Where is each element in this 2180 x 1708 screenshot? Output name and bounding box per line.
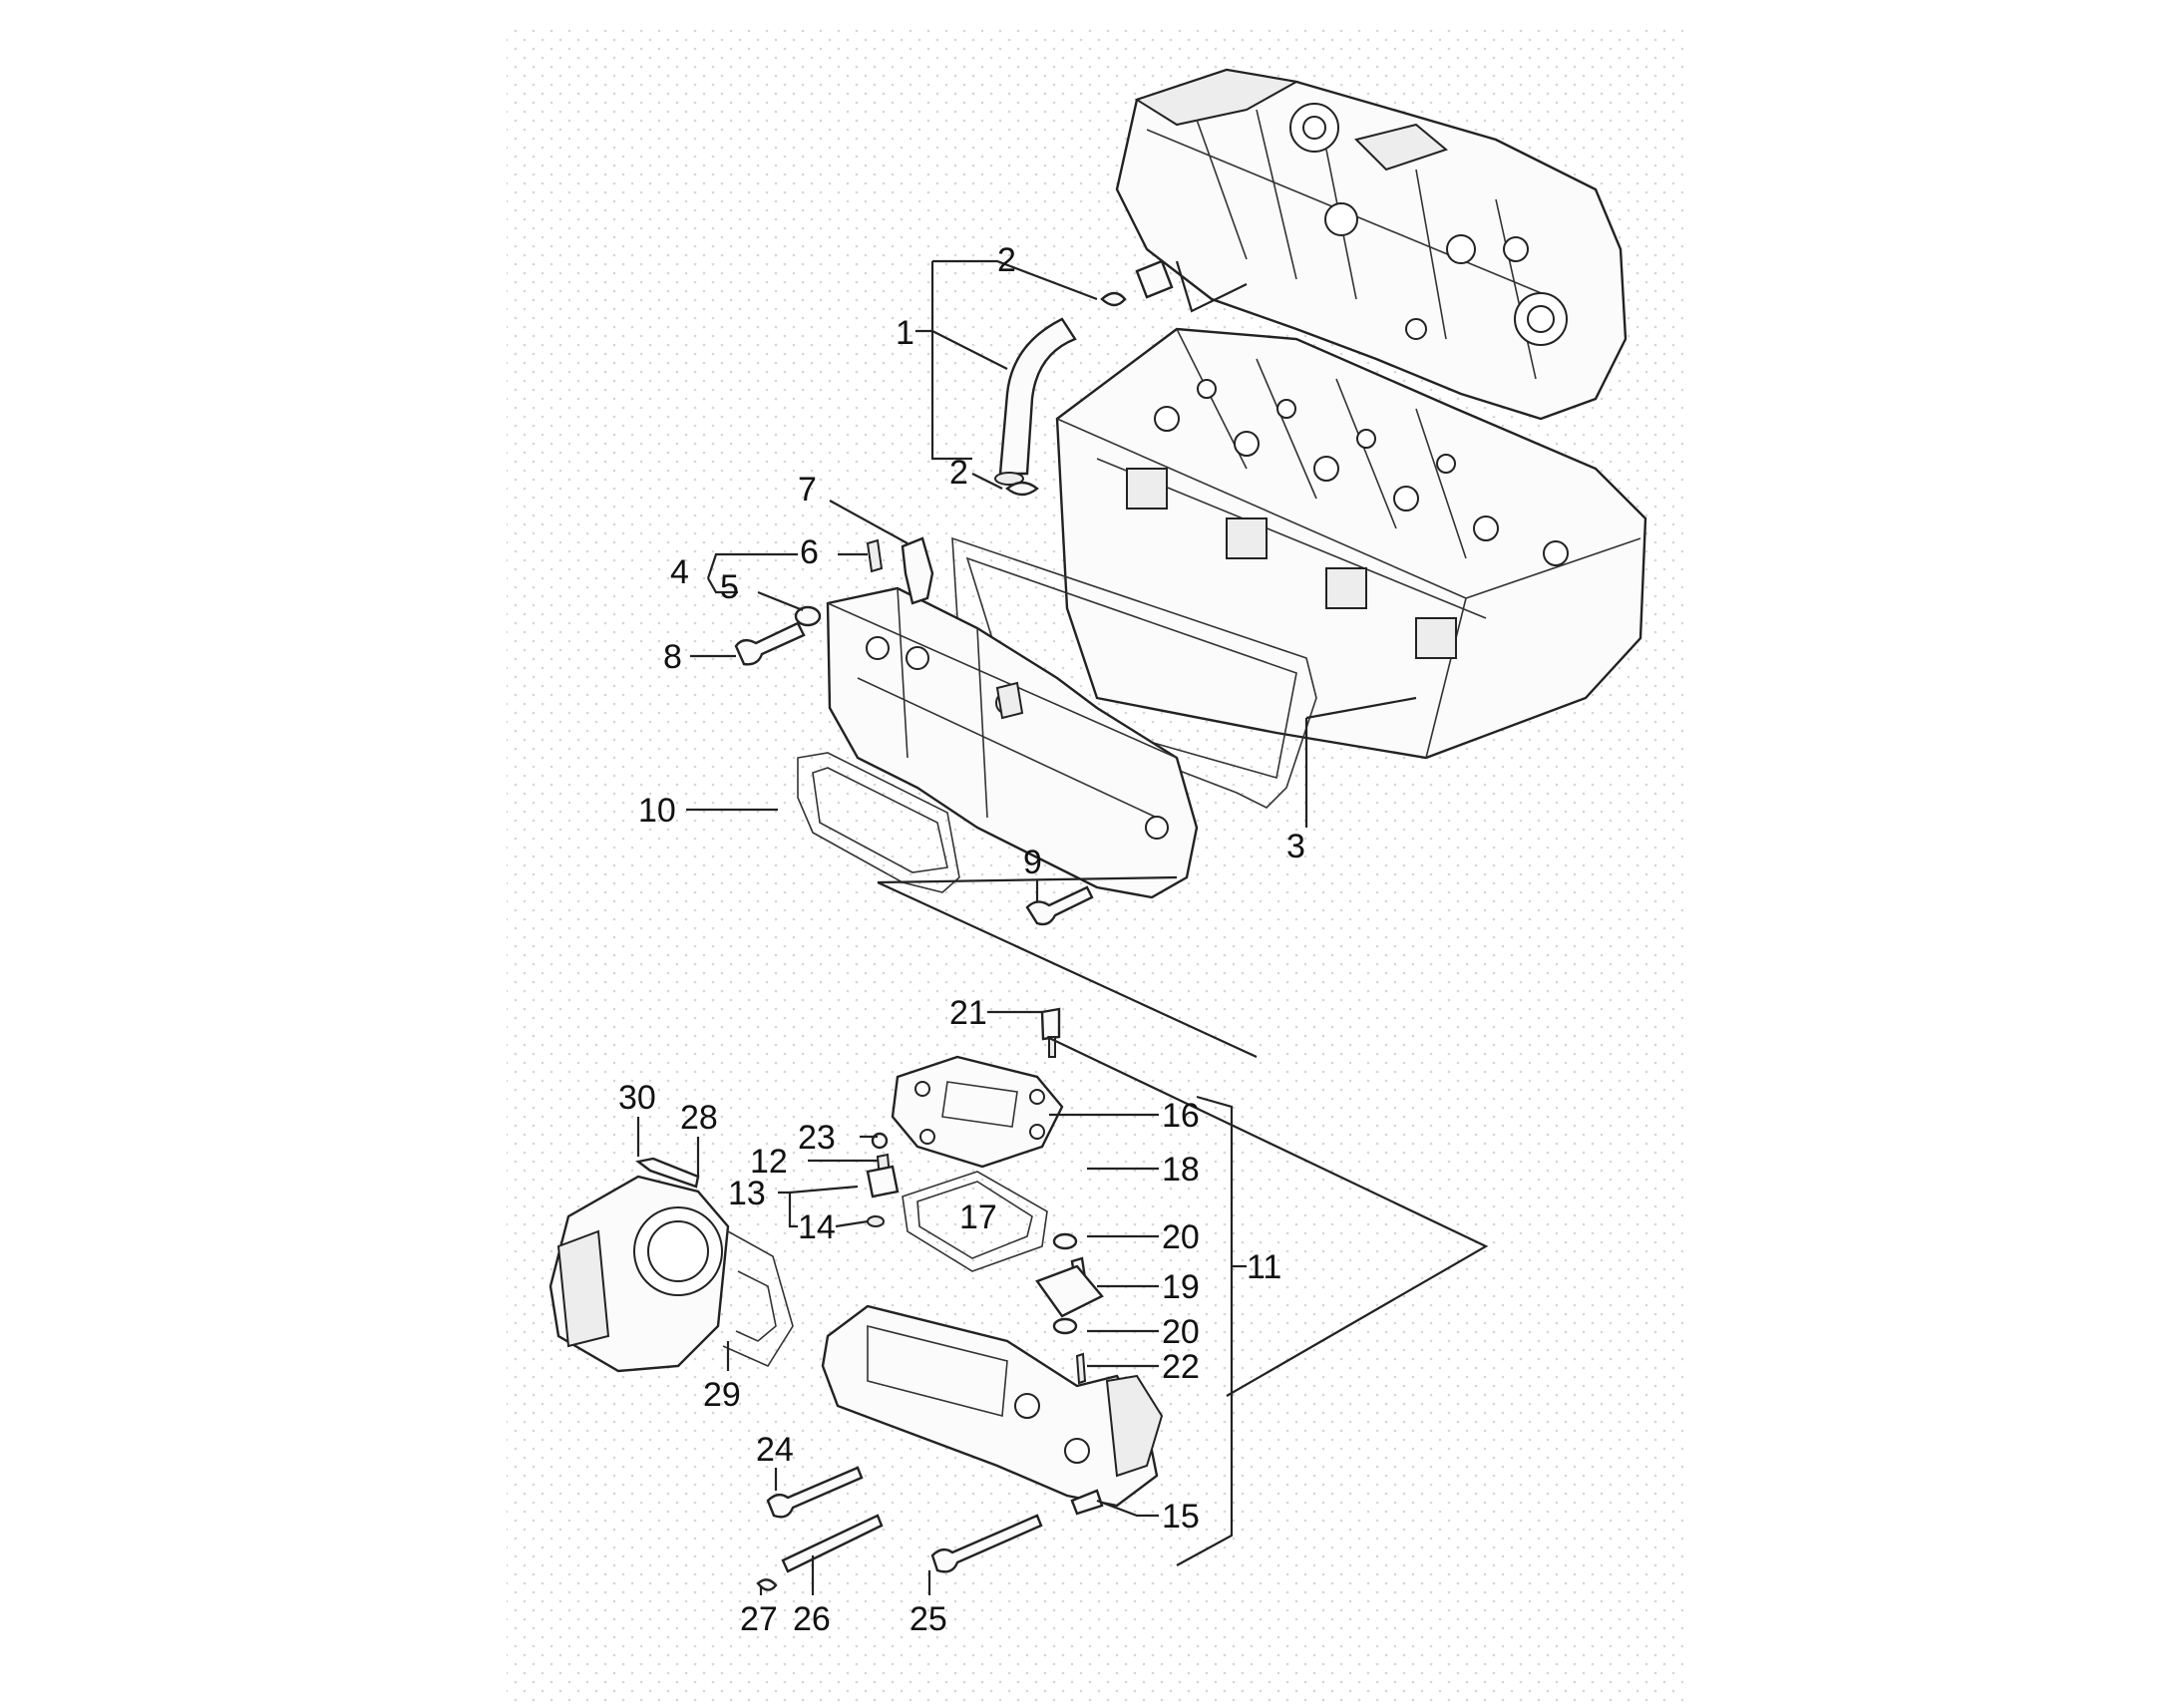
- callout-10: 10: [638, 792, 676, 830]
- callout-16: 16: [1162, 1097, 1200, 1135]
- breather-hose-assembly: [994, 259, 1174, 497]
- callout-13: 13: [728, 1175, 766, 1212]
- callout-9: 9: [1023, 844, 1042, 881]
- callout-7: 7: [798, 471, 817, 509]
- callout-21: 21: [949, 994, 987, 1032]
- callout-20a: 20: [1162, 1218, 1200, 1256]
- valve-cover: [1115, 68, 1628, 421]
- callout-1: 1: [896, 314, 914, 352]
- callout-28: 28: [680, 1099, 718, 1137]
- leader-lines: [636, 259, 1489, 1595]
- callout-3: 3: [1286, 828, 1305, 865]
- throttle-body: [548, 1157, 794, 1373]
- callout-24: 24: [756, 1431, 794, 1469]
- bolts-8-9: [734, 621, 1094, 926]
- callout-6: 6: [800, 533, 819, 571]
- callout-19: 19: [1162, 1268, 1200, 1306]
- callout-5: 5: [720, 568, 739, 606]
- callout-18: 18: [1162, 1151, 1200, 1189]
- callout-29: 29: [703, 1376, 741, 1414]
- callout-11: 11: [1247, 1248, 1281, 1286]
- callout-26: 26: [793, 1600, 831, 1638]
- callout-20b: 20: [1162, 1313, 1200, 1351]
- intake-housing-assembly: [821, 1007, 1164, 1508]
- callout-22: 22: [1162, 1348, 1200, 1386]
- callout-14: 14: [798, 1208, 836, 1246]
- callout-labels: 1 2 2 3 4 5 6 7 8 9 10 11 12 13 14 15 16…: [618, 241, 1305, 1638]
- callout-2a: 2: [997, 241, 1016, 279]
- callout-17: 17: [959, 1198, 997, 1236]
- callout-4: 4: [670, 553, 689, 591]
- sensor-stud-washer: [794, 536, 934, 627]
- callout-8: 8: [663, 638, 682, 676]
- callout-15: 15: [1162, 1498, 1200, 1536]
- callout-30: 30: [618, 1079, 656, 1117]
- cylinder-head: [1055, 327, 1647, 760]
- manifold-gasket: [797, 752, 960, 893]
- callout-27: 27: [740, 1600, 778, 1638]
- callout-25: 25: [909, 1600, 947, 1638]
- callout-2b: 2: [949, 454, 968, 492]
- callout-23: 23: [798, 1119, 836, 1157]
- intake-manifold: [826, 586, 1199, 899]
- mounting-bolts: [756, 1466, 1104, 1591]
- callout-12: 12: [750, 1143, 788, 1181]
